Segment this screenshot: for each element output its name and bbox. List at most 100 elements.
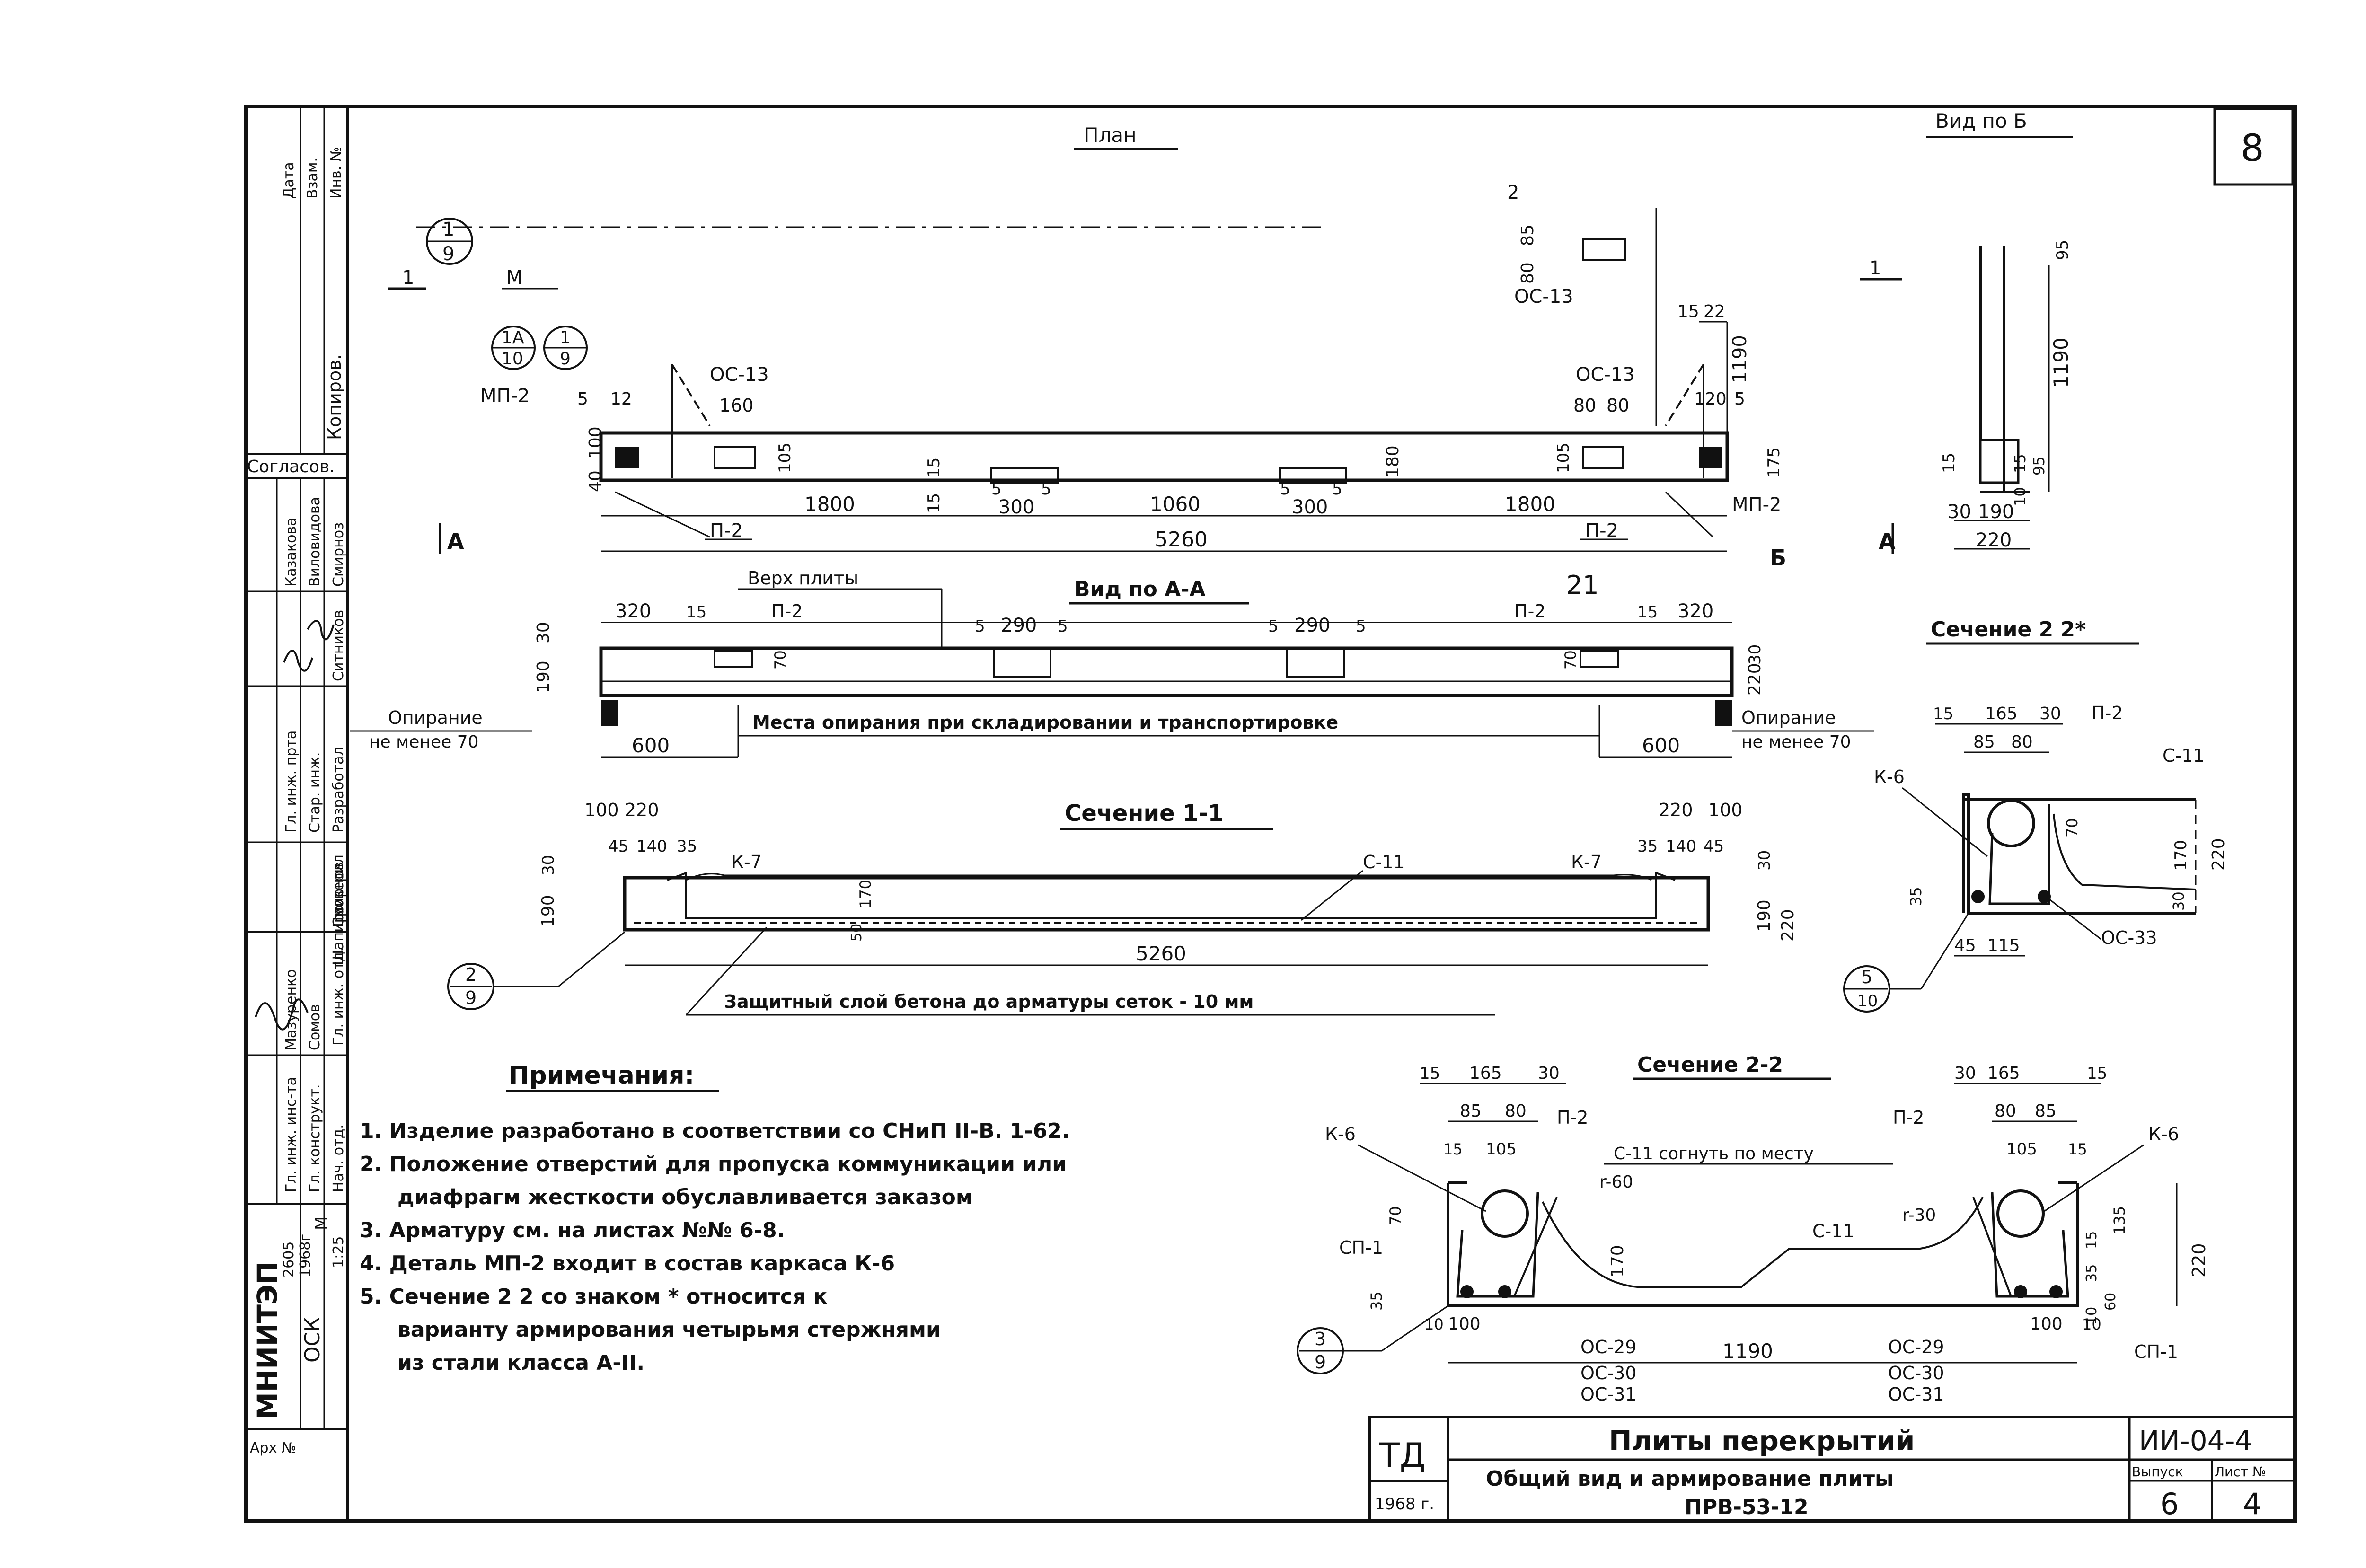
- view-b-label: Вид по Б: [1935, 109, 2027, 132]
- strip-name-6: Смирнов: [330, 862, 347, 927]
- s11-dim-220-left: 220: [625, 800, 659, 820]
- dim-300-left: 300: [998, 496, 1034, 518]
- s11-dim-140-right: 140: [1666, 837, 1696, 856]
- aa-dim-600-left: 600: [632, 734, 670, 757]
- aa-dim-30: 30: [534, 622, 553, 643]
- label-oc13-left: ОС-13: [710, 364, 769, 386]
- label-oc13-right: ОС-13: [1576, 364, 1635, 386]
- dim-300-right: 300: [1292, 496, 1328, 518]
- dim-100: 100: [586, 426, 605, 459]
- s22-dim-100-r: 100: [2030, 1314, 2063, 1334]
- page-number: 8: [2241, 127, 2264, 170]
- s22-dim-10-r: 10: [2083, 1307, 2100, 1325]
- tb-year: 1968 г.: [1375, 1495, 1434, 1514]
- strip-name-3: Ситников: [330, 610, 347, 681]
- dim-5-right: 5: [1734, 389, 1745, 409]
- aa-p2-right: П-2: [1514, 601, 1545, 622]
- s11-dim-140: 140: [636, 837, 667, 856]
- cut-label-1-left: 1: [402, 267, 414, 289]
- note-line-0: 1. Изделие разработано в соответствии со…: [360, 1119, 1070, 1143]
- side-view-b: 95 1190 15 15 10 95 30 190 220: [1940, 240, 2073, 551]
- dim-15a: 15: [925, 458, 944, 478]
- storage-note: Места опирания при складировании и транс…: [752, 712, 1338, 733]
- rebar-loop: [1987, 799, 2035, 847]
- tb-sheet: 4: [2243, 1487, 2261, 1521]
- s22-dim-85-r: 85: [2035, 1101, 2057, 1121]
- strip-org: МНИИТЭП: [251, 1261, 283, 1419]
- strip-role-5: Стар. инж.: [307, 752, 323, 833]
- strip-name-4: Мазуренко: [283, 969, 300, 1050]
- strip-m-label: М: [312, 1216, 331, 1230]
- opening-top: [1582, 238, 1626, 261]
- s11-dim-50: 50: [848, 924, 865, 942]
- strip-role-3: Гл. инж. отд.: [330, 947, 347, 1046]
- left-strip: Копиров. Согласов. Инв. № Взам. Дата Гл.…: [246, 106, 348, 1456]
- mp2-plate-left: [615, 447, 639, 468]
- cut-label-1-right: 1: [1869, 257, 1881, 279]
- dim-15b: 15: [925, 493, 944, 513]
- s22-dim-80-r: 80: [1995, 1101, 2016, 1121]
- tb-subtitle-1: Общий вид и армирование плиты: [1486, 1467, 1894, 1491]
- s22-c11-note: С-11 согнуть по месту: [1614, 1144, 1814, 1163]
- s11-dim-100-left: 100: [584, 800, 619, 820]
- marker-num: 1: [442, 219, 454, 240]
- plan-label: План: [1084, 123, 1137, 147]
- aa-dim-70-right: 70: [1562, 650, 1580, 669]
- dim-5-left: 5: [577, 389, 588, 409]
- recess-aa-1: [993, 647, 1051, 678]
- s11-dim-35-right: 35: [1637, 837, 1658, 856]
- marker-den: 9: [442, 243, 454, 265]
- s11-dim-35: 35: [677, 837, 697, 856]
- signature-scribble: [283, 650, 313, 672]
- s22s-dim-35: 35: [1907, 887, 1925, 906]
- s22s-dim-220: 220: [2209, 838, 2228, 871]
- strip-role-2: Нач. отд.: [330, 1124, 347, 1192]
- dim-1800-right: 1800: [1505, 493, 1555, 516]
- note-line-7: из стали класса А-II.: [397, 1351, 644, 1375]
- s22-oc30-left: ОС-30: [1580, 1363, 1637, 1383]
- strip-kopirov: Копиров.: [324, 354, 345, 440]
- view-aa-title: Вид по А-А: [1074, 577, 1206, 601]
- tb-title: Плиты перекрытий: [1609, 1425, 1915, 1457]
- dim-1800-left: 1800: [804, 493, 855, 516]
- support-left-2: не менее 70: [369, 732, 479, 752]
- signature-scribble: [255, 998, 309, 1031]
- s11-dim-170: 170: [856, 880, 874, 908]
- aa-dim-30-right: 30: [1746, 644, 1765, 665]
- aa-dim-5-3: 5: [1268, 617, 1279, 636]
- strip-top-label-1: Взам.: [304, 158, 321, 199]
- note-line-6: варианту армирования четырьмя стержнями: [397, 1318, 941, 1342]
- s22-dim-70: 70: [1386, 1206, 1404, 1225]
- marker-b-num: 1: [560, 328, 571, 347]
- s22s-dim-80: 80: [2011, 732, 2033, 752]
- aa-dim-15-right: 15: [1637, 603, 1658, 622]
- dim-105-left: 105: [776, 442, 795, 473]
- s22-dim-100-l: 100: [1448, 1314, 1481, 1334]
- dim-120-right: 120: [1694, 389, 1727, 409]
- support-block-left: [601, 700, 618, 726]
- s22-dim-15-r2: 15: [2068, 1140, 2087, 1158]
- s22-p2-left: П-2: [1557, 1107, 1588, 1128]
- strip-top-label-2: Дата: [281, 162, 297, 199]
- aa-dim-5-4: 5: [1356, 617, 1366, 636]
- s22s-ref-den: 10: [1857, 992, 1878, 1011]
- s11-dim-45-right: 45: [1704, 837, 1724, 856]
- plan-view: 1 9 1 М 1A 10 1 9 1800 1060 1800 5260: [388, 182, 1902, 600]
- s22s-dim-30b: 30: [2170, 891, 2188, 911]
- dim-175: 175: [1765, 447, 1783, 478]
- slab-plan-outline: [599, 431, 1729, 482]
- opening-right: [1582, 446, 1624, 469]
- opening-left: [714, 446, 756, 469]
- dim-80b: 80: [1607, 395, 1629, 416]
- strip-role-6: Разработал: [330, 747, 347, 833]
- strip-name-0: Казакова: [283, 517, 300, 587]
- strip-arch-no: Арх №: [250, 1440, 296, 1456]
- protective-layer-note: Защитный слой бетона до арматуры сеток -…: [724, 991, 1254, 1012]
- s22-oc31-right: ОС-31: [1888, 1384, 1944, 1405]
- marker-b-den: 9: [560, 349, 571, 369]
- support-block-right: [1715, 700, 1732, 726]
- side-dim-220: 220: [1976, 529, 2012, 551]
- s22-p2-right: П-2: [1893, 1107, 1924, 1128]
- s11-dim-100-right: 100: [1708, 800, 1743, 820]
